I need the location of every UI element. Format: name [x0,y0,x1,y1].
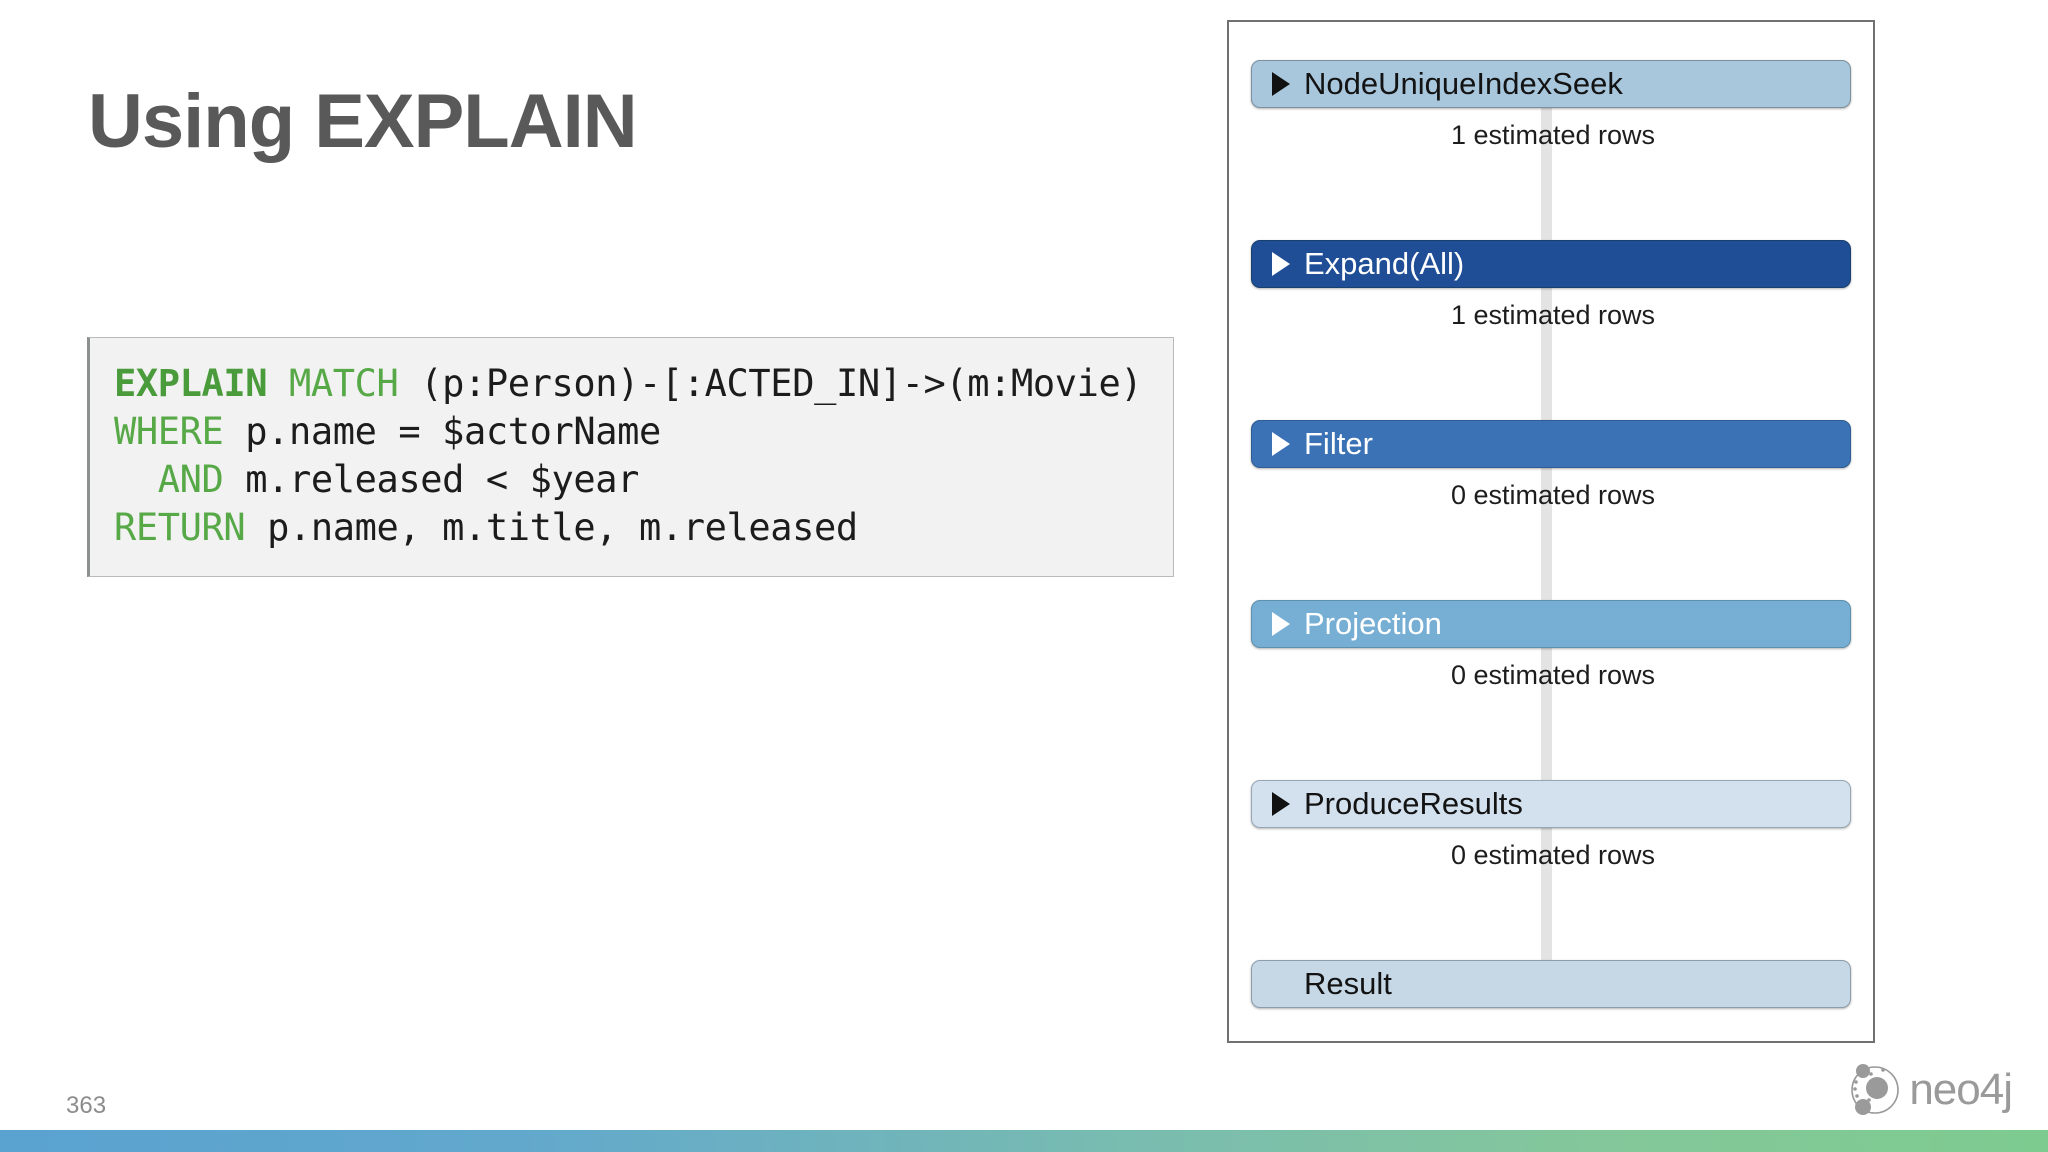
plan-node-filter[interactable]: Filter [1251,420,1851,468]
plan-node-label: NodeUniqueIndexSeek [1304,66,1623,101]
code-token: p.name = $actorName [223,410,661,453]
plan-node-expand-all[interactable]: Expand(All) [1251,240,1851,288]
cypher-code-block: EXPLAIN MATCH (p:Person)-[:ACTED_IN]->(m… [87,337,1174,577]
code-token: AND [114,458,224,501]
expand-triangle-icon[interactable] [1272,432,1290,456]
plan-node-result[interactable]: Result [1251,960,1851,1008]
expand-triangle-icon[interactable] [1272,72,1290,96]
code-line: RETURN p.name, m.title, m.released [114,504,1149,552]
expand-triangle-icon[interactable] [1272,612,1290,636]
code-line: EXPLAIN MATCH (p:Person)-[:ACTED_IN]->(m… [114,360,1149,408]
estimated-rows-label: 0 estimated rows [1450,840,1656,870]
plan-node-label: Filter [1304,426,1373,461]
plan-node-label: ProduceResults [1304,786,1523,821]
expand-triangle-icon[interactable] [1272,252,1290,276]
expand-triangle-icon[interactable] [1272,792,1290,816]
plan-node-projection[interactable]: Projection [1251,600,1851,648]
code-token [267,362,289,405]
code-line: AND m.released < $year [114,456,1149,504]
plan-node-label: Projection [1304,606,1442,641]
page-title: Using EXPLAIN [88,79,638,164]
bottom-accent-bar [0,1130,2048,1152]
plan-node-label: Result [1304,966,1392,1001]
code-line: WHERE p.name = $actorName [114,408,1149,456]
page-number: 363 [66,1092,107,1119]
estimated-rows-label: 1 estimated rows [1450,120,1656,150]
estimated-rows-label: 1 estimated rows [1450,300,1656,330]
code-token: m.released < $year [223,458,640,501]
estimated-rows-label: 0 estimated rows [1450,660,1656,690]
code-token: WHERE [114,410,224,453]
code-token: p.name, m.title, m.released [245,506,858,549]
code-token: RETURN [114,506,246,549]
plan-node-produceresults[interactable]: ProduceResults [1251,780,1851,828]
code-token: MATCH [289,362,399,405]
plan-connector-line [1541,82,1552,1002]
plan-node-nodeuniqueindexseek[interactable]: NodeUniqueIndexSeek [1251,60,1851,108]
plan-node-label: Expand(All) [1304,246,1465,281]
neo4j-wordmark: neo4j [1909,1065,2013,1114]
code-token: (p:Person)-[:ACTED_IN]->(m:Movie) [398,362,1143,405]
estimated-rows-label: 0 estimated rows [1450,480,1656,510]
code-token: EXPLAIN [114,362,268,405]
code-lines: EXPLAIN MATCH (p:Person)-[:ACTED_IN]->(m… [114,360,1149,552]
neo4j-graph-icon [1851,1064,1900,1115]
brand-logo: neo4j [1847,1062,2013,1118]
